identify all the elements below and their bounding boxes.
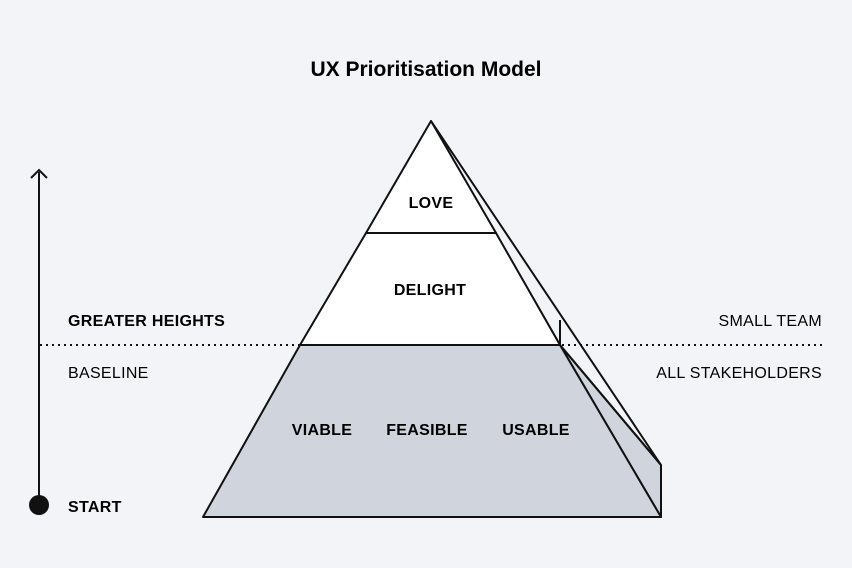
label-all-stakeholders: ALL STAKEHOLDERS	[656, 365, 822, 382]
tier-label-usable: USABLE	[502, 422, 570, 439]
tier-label-viable: VIABLE	[292, 422, 352, 439]
tier-label-delight: DELIGHT	[394, 282, 466, 299]
label-baseline: BASELINE	[68, 365, 149, 382]
start-dot	[29, 495, 49, 515]
diagram-title: UX Prioritisation Model	[310, 58, 541, 81]
label-small-team: SMALL TEAM	[719, 313, 822, 330]
progress-arrow-head	[30, 168, 48, 179]
label-greater-heights: GREATER HEIGHTS	[68, 313, 225, 330]
pyramid-top-tier	[365, 120, 497, 234]
tier-label-love: LOVE	[409, 195, 454, 212]
tier-label-feasible: FEASIBLE	[386, 422, 468, 439]
label-start: START	[68, 499, 122, 516]
